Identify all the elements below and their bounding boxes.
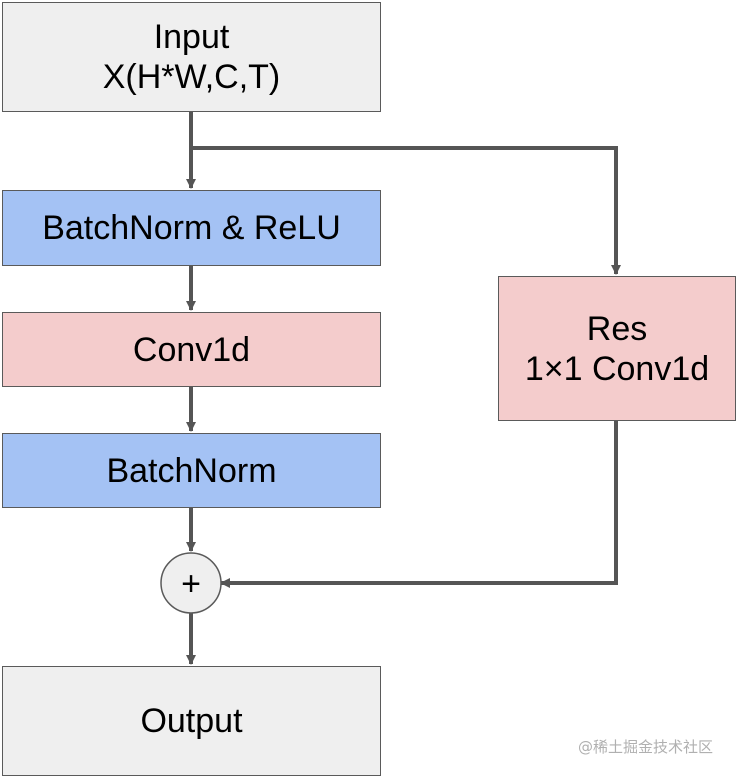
add-symbol: + [181, 565, 201, 603]
conv1d-label: Conv1d [132, 330, 251, 369]
res-conv-box: Res 1×1 Conv1d [498, 276, 736, 421]
batchnorm-relu-label: BatchNorm & ReLU [42, 209, 341, 247]
add-node [160, 552, 222, 614]
res-label: Res [586, 309, 648, 348]
input-box: Input X(H*W,C,T) [2, 2, 381, 112]
arrow-skip-to-res [191, 146, 621, 275]
watermark: @稀土掘金技术社区 [578, 738, 714, 756]
input-shape: X(H*W,C,T) [102, 58, 281, 96]
batchnorm-relu-box: BatchNorm & ReLU [2, 190, 381, 266]
batchnorm-box: BatchNorm [2, 433, 381, 508]
output-box: Output [2, 666, 381, 776]
batchnorm-label: BatchNorm [106, 451, 277, 490]
input-label: Input [153, 18, 230, 56]
arrow-res-to-add [220, 420, 618, 588]
conv1d-box: Conv1d [2, 312, 381, 387]
output-label: Output [140, 702, 243, 740]
res-conv-label: 1×1 Conv1d [524, 349, 710, 388]
